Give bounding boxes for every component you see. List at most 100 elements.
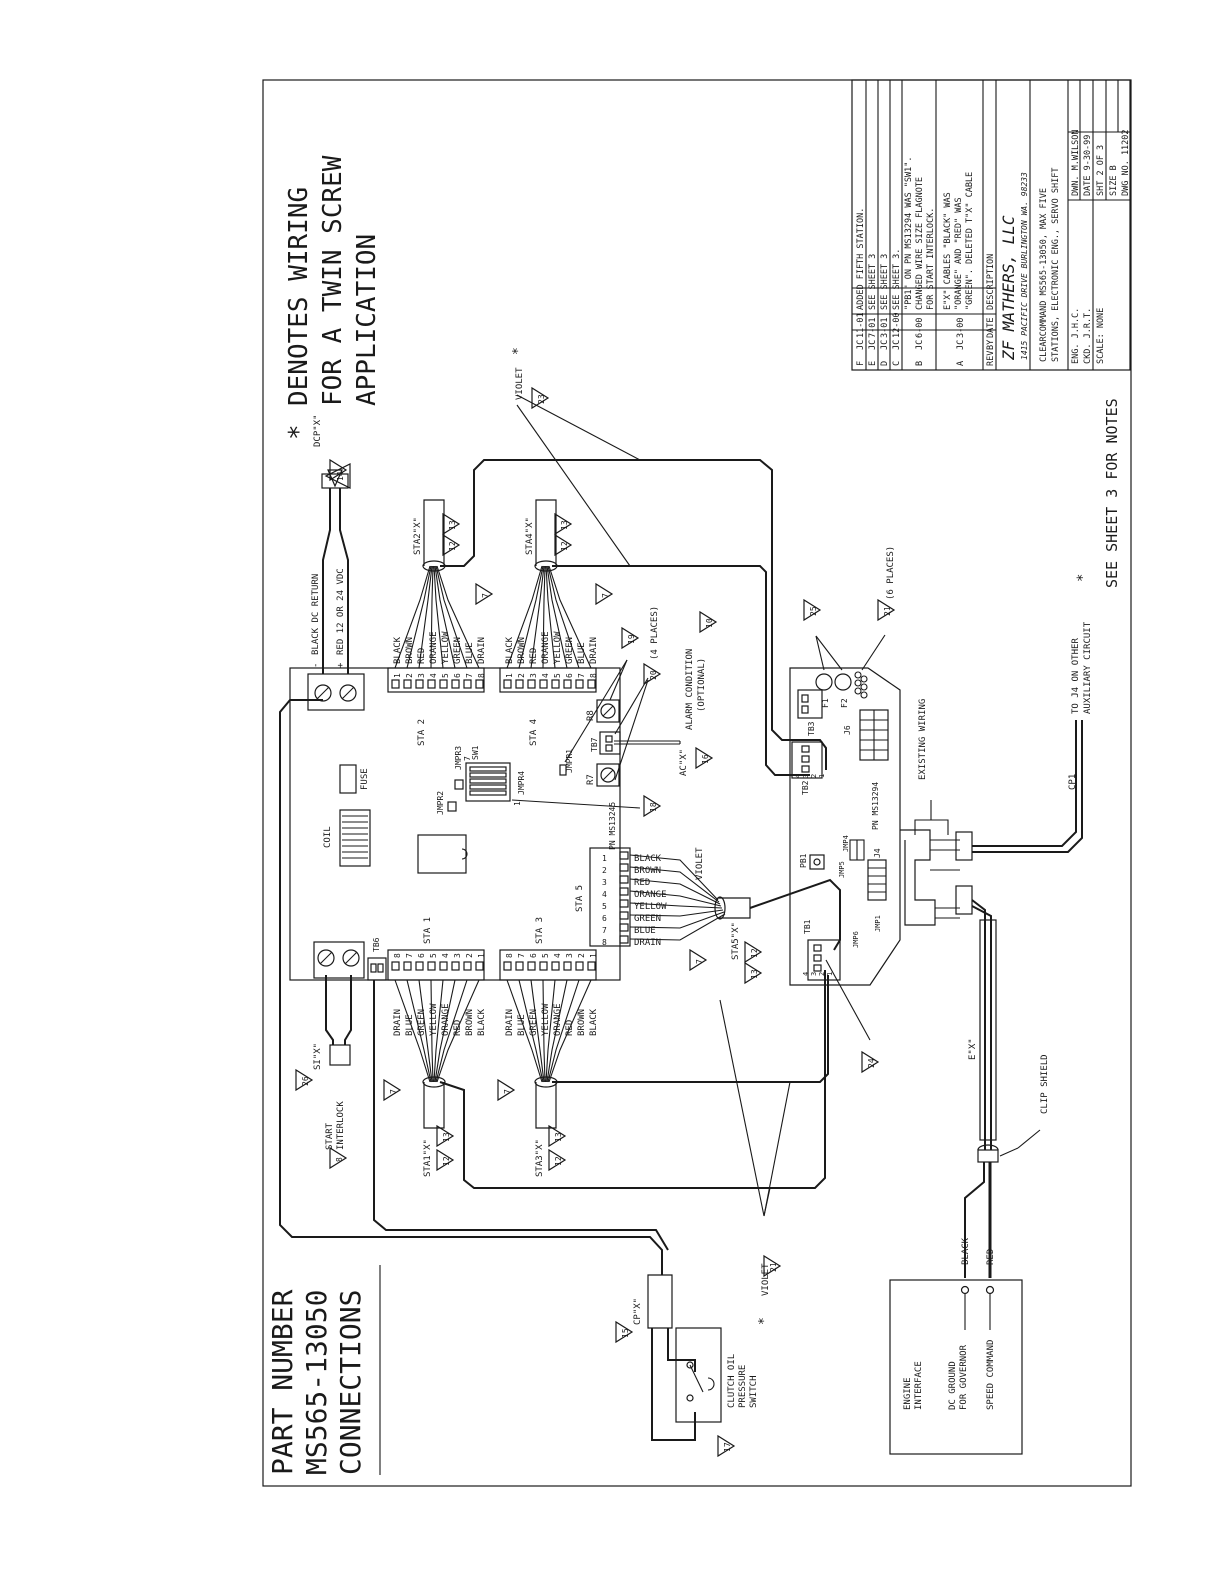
start-wire-a xyxy=(344,975,352,1050)
rev-F-desc: ADDED FIFTH STATION. xyxy=(856,208,866,310)
sheet-title: PART NUMBER MS565-13050 CONNECTIONS xyxy=(266,1265,381,1475)
cp-cable-sleeve xyxy=(647,1274,673,1329)
sta2-cable-label: STA2"X" xyxy=(413,517,423,555)
sta4-terminal-number: 4 xyxy=(541,673,550,678)
jmpr3 xyxy=(454,779,464,790)
sta2-wire-label: GREEN xyxy=(453,637,463,664)
callout-triangles xyxy=(295,386,896,1458)
start-label-2: INTERLOCK xyxy=(336,1101,346,1150)
cp1-label: CP1 xyxy=(1068,774,1078,790)
tb1-pin-number: 3 xyxy=(810,972,818,976)
svg-text:13: 13 xyxy=(560,520,569,530)
rev-C-desc: SEE SHEET 3. xyxy=(892,249,902,310)
sta2-terminal-number: 2 xyxy=(405,673,414,678)
f1-label: F1 xyxy=(821,698,830,708)
si-cable-label: SI"X" xyxy=(313,1043,323,1070)
sta1-terminal-number: 6 xyxy=(417,953,426,958)
rev-D: D xyxy=(880,361,890,366)
sta1-cable-label: STA1"X" xyxy=(423,1139,433,1177)
pb1-label: PB1 xyxy=(799,853,808,868)
sta2-wires xyxy=(394,565,480,669)
alarm-condition-label: ALARM CONDITION xyxy=(685,649,695,730)
sta4-terminal xyxy=(499,667,597,693)
svg-text:15: 15 xyxy=(621,1328,630,1338)
tb7-terminal xyxy=(599,731,621,755)
pb1-button[interactable] xyxy=(809,854,825,870)
start-wire-b xyxy=(325,975,334,1050)
violet-bottom-asterisk: * xyxy=(757,1317,772,1325)
svg-text:12: 12 xyxy=(442,1156,451,1166)
sta4-wire-label: BLUE xyxy=(577,642,587,664)
sw1-pos7: 7 xyxy=(463,756,472,761)
tb6-label: TB6 xyxy=(372,937,381,952)
rev-B-date: 6-00 xyxy=(915,318,925,338)
sta5-wires xyxy=(629,854,726,941)
sta2-wire-label: BLUE xyxy=(465,642,475,664)
sta3-terminal-number: 7 xyxy=(517,953,526,958)
pot-r8[interactable] xyxy=(596,699,620,723)
ic-chip xyxy=(417,834,467,874)
existing-wiring-label: EXISTING WIRING xyxy=(918,699,928,780)
svg-text:21: 21 xyxy=(883,606,892,616)
sta1-terminal-number: 5 xyxy=(429,953,438,958)
dip-switch-sw1[interactable] xyxy=(465,762,511,802)
company-address: 1415 PACIFIC DRIVE BURLINGTON WA. 98233 xyxy=(1020,172,1029,360)
black-dc-return-label: BLACK DC RETURN xyxy=(311,574,321,655)
engine-title-2: INTERFACE xyxy=(914,1361,924,1410)
rev-A-by: JC xyxy=(956,340,966,350)
rev-A-desc3: "GREEN". DELETED T"X" CABLE xyxy=(965,172,975,310)
sta1-terminal-number: 7 xyxy=(405,953,414,958)
power-terminal xyxy=(307,673,365,711)
sheet-field: SHT 2 OF 3 xyxy=(1096,145,1106,196)
tb1-pin-number: 2 xyxy=(818,972,826,976)
rev-E: E xyxy=(868,361,878,366)
pcb2-part-number: PN MS13294 xyxy=(871,782,880,830)
sta5-violet-wire xyxy=(749,878,841,951)
black-wire xyxy=(964,1162,985,1278)
sta4-terminal-number: 2 xyxy=(517,673,526,678)
jmp5-label: JMP5 xyxy=(838,861,846,878)
fuse xyxy=(339,764,357,794)
pot-r7[interactable] xyxy=(596,763,620,787)
sta2-wire-label: RED xyxy=(417,648,427,664)
start-terminal xyxy=(313,941,365,979)
sta4-terminal-number: 3 xyxy=(529,673,538,678)
pointer-lines xyxy=(511,394,886,1217)
sta5-wire-label: BROWN xyxy=(634,866,661,876)
svg-text:12: 12 xyxy=(750,948,759,958)
svg-text:12: 12 xyxy=(554,1156,563,1166)
sta5-terminal-number: 3 xyxy=(602,878,607,887)
size-field: SIZE B xyxy=(1109,165,1119,196)
sta3-cable-label: STA3"X" xyxy=(535,1139,545,1177)
dwg-number: DWG NO. 11202 xyxy=(1121,129,1131,196)
rev-header-date: DATE xyxy=(986,318,996,338)
dc-ground-1: DC GROUND xyxy=(948,1361,958,1410)
sta2-wire-label: DRAIN xyxy=(477,637,487,664)
callout-14: 14 xyxy=(324,463,351,489)
svg-text:17: 17 xyxy=(723,1442,732,1452)
varistors xyxy=(854,671,868,699)
rev-B: B xyxy=(915,361,925,366)
svg-text:21: 21 xyxy=(769,1262,778,1272)
j4-connector xyxy=(867,859,887,901)
jmp-header xyxy=(849,839,865,861)
svg-text:7: 7 xyxy=(481,593,490,598)
sta5-wire-label: RED xyxy=(634,878,650,888)
fuse-f2 xyxy=(834,673,852,691)
sta1-terminal-number: 2 xyxy=(465,953,474,958)
dwn-field: DWN. M.WILSON xyxy=(1071,129,1081,196)
clutch-label-2: PRESSURE xyxy=(738,1365,748,1408)
svg-text:10: 10 xyxy=(705,618,714,628)
date-field: DATE 9-30-99 xyxy=(1083,135,1093,196)
sta3-terminal-number: 4 xyxy=(553,953,562,958)
j6-connector xyxy=(859,709,889,761)
aux-line1: TO J4 ON OTHER xyxy=(1071,638,1081,714)
sta3-terminal-number: 5 xyxy=(541,953,550,958)
sheet-title-line2: MS565-13050 xyxy=(300,1290,333,1475)
sta5-wire-label: BLACK xyxy=(634,854,662,864)
jmpr2-label: JMPR2 xyxy=(436,791,445,815)
sta3-wire-label: RED xyxy=(565,1020,575,1036)
sta5-label: STA 5 xyxy=(575,885,585,912)
jmpr1-label: JMPR1 xyxy=(565,749,574,773)
rev-A-date: 3-00 xyxy=(956,318,966,338)
